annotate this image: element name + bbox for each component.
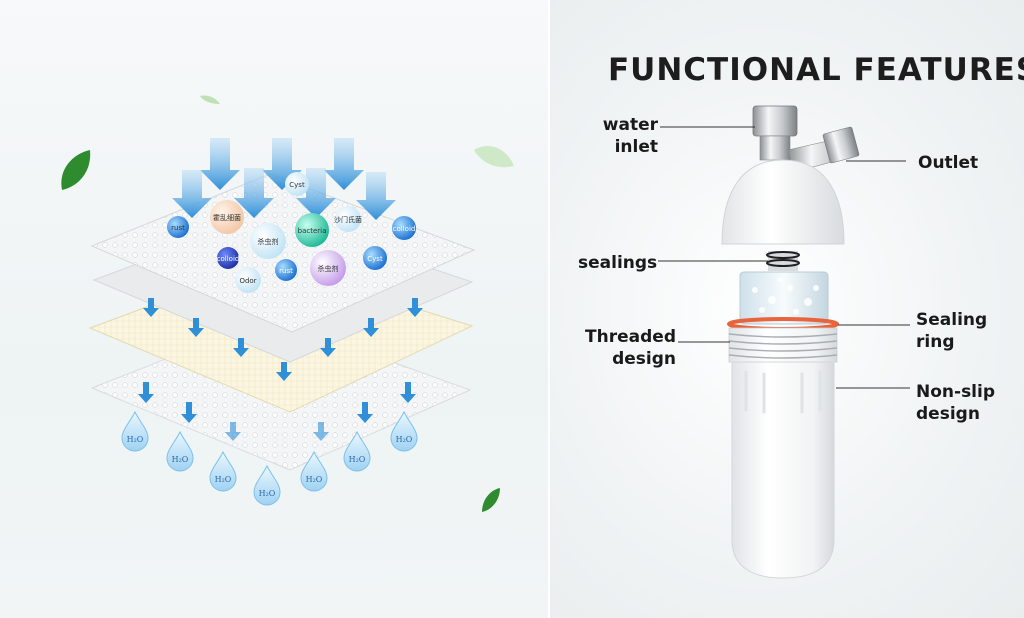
panel-divider xyxy=(548,0,550,618)
flow-arrows xyxy=(138,298,423,441)
svg-text:H₂O: H₂O xyxy=(172,455,189,464)
particle-escherichia xyxy=(335,206,361,232)
svg-text:bacteria: bacteria xyxy=(298,227,327,235)
label-outlet: Outlet xyxy=(918,153,979,173)
filter-cartridge xyxy=(739,271,829,325)
leaf-icon xyxy=(61,150,91,190)
sealings-oring xyxy=(766,251,800,271)
water-drop-icon: H₂O xyxy=(121,410,149,452)
leader-lines xyxy=(658,126,910,389)
svg-text:杀虫剂: 杀虫剂 xyxy=(318,264,339,273)
label-sealings: sealings xyxy=(578,253,658,273)
particle-rust xyxy=(275,259,297,281)
water-drop-icon: H₂O xyxy=(390,410,418,452)
particle-colloid xyxy=(217,247,239,269)
leaf-icon xyxy=(482,488,500,512)
water-drops: H₂O H₂O H₂O H₂O H₂O H₂O H₂O xyxy=(121,410,418,506)
svg-text:Cyst: Cyst xyxy=(367,255,383,263)
svg-text:霍乱细菌: 霍乱细菌 xyxy=(213,213,241,222)
incoming-water-arrows xyxy=(172,138,396,220)
svg-text:rust: rust xyxy=(171,224,185,232)
threaded-section xyxy=(728,327,838,363)
filter-housing-illustration xyxy=(658,105,910,579)
svg-text:H₂O: H₂O xyxy=(215,475,232,484)
svg-text:colloid: colloid xyxy=(393,225,416,233)
water-drop-icon: H₂O xyxy=(209,450,237,492)
filter-layers-illustration: rust 霍乱细菌 Cyst bacteria 沙门氏菌 colloid 杀虫剂… xyxy=(61,95,514,512)
svg-text:H₂O: H₂O xyxy=(259,489,276,498)
particle-colloid xyxy=(392,216,416,240)
particle-cholera xyxy=(210,200,244,234)
particle-odor xyxy=(235,267,261,293)
svg-text:Cyst: Cyst xyxy=(289,181,305,189)
particle-insecticide xyxy=(250,223,286,259)
svg-text:沙门氏菌: 沙门氏菌 xyxy=(334,215,362,224)
contaminant-particles: rust 霍乱细菌 Cyst bacteria 沙门氏菌 colloid 杀虫剂… xyxy=(167,172,416,293)
water-drop-icon: H₂O xyxy=(343,430,371,472)
water-drop-icon: H₂O xyxy=(166,430,194,472)
filter-layers-panel: rust 霍乱细菌 Cyst bacteria 沙门氏菌 colloid 杀虫剂… xyxy=(0,0,548,618)
particle-rust xyxy=(167,216,189,238)
water-drop-icon: H₂O xyxy=(300,450,328,492)
svg-text:H₂O: H₂O xyxy=(396,435,413,444)
svg-text:H₂O: H₂O xyxy=(127,435,144,444)
particle-cyst xyxy=(285,172,309,196)
leaf-icon xyxy=(474,145,514,168)
svg-text:杀虫剂: 杀虫剂 xyxy=(258,237,279,246)
particle-insecticide xyxy=(310,250,346,286)
svg-text:Odor: Odor xyxy=(239,277,256,285)
filter-housing-body xyxy=(731,361,835,579)
svg-text:rust: rust xyxy=(279,267,293,275)
water-drop-icon: H₂O xyxy=(253,464,281,506)
non-slip-ribs xyxy=(744,370,822,414)
svg-text:colloid: colloid xyxy=(217,255,240,263)
particle-cyst xyxy=(363,246,387,270)
leaf-icon xyxy=(200,95,220,104)
water-inlet-fitting xyxy=(752,105,798,161)
page-title: FUNCTIONAL FEATURES xyxy=(608,52,1024,88)
particle-bacteria xyxy=(295,213,329,247)
functional-features-panel: FUNCTIONAL FEATURES xyxy=(550,0,1024,618)
svg-text:H₂O: H₂O xyxy=(349,455,366,464)
svg-text:H₂O: H₂O xyxy=(306,475,323,484)
filter-cap xyxy=(721,159,845,245)
cartridge-crystals xyxy=(752,277,819,315)
